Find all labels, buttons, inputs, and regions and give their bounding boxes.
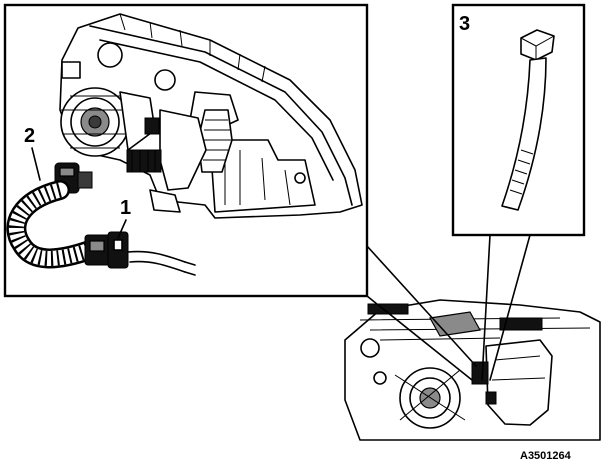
callout-label-harness: 2 bbox=[24, 125, 35, 147]
figure-id: A3501264 bbox=[520, 450, 572, 462]
leader-line-connector bbox=[117, 219, 127, 239]
wiring-harness bbox=[6, 180, 100, 269]
vehicle-overview bbox=[344, 234, 601, 441]
bulb-socket bbox=[60, 87, 162, 173]
leader-line-harness bbox=[31, 147, 41, 181]
connector-1 bbox=[84, 231, 196, 276]
cable-tie-panel: 3 bbox=[451, 3, 586, 237]
callout-label-cable-tie: 3 bbox=[459, 13, 470, 35]
callout-label-connector: 1 bbox=[120, 197, 131, 219]
main-detail-panel: 2 1 bbox=[3, 3, 369, 298]
cable-tie bbox=[501, 29, 555, 211]
